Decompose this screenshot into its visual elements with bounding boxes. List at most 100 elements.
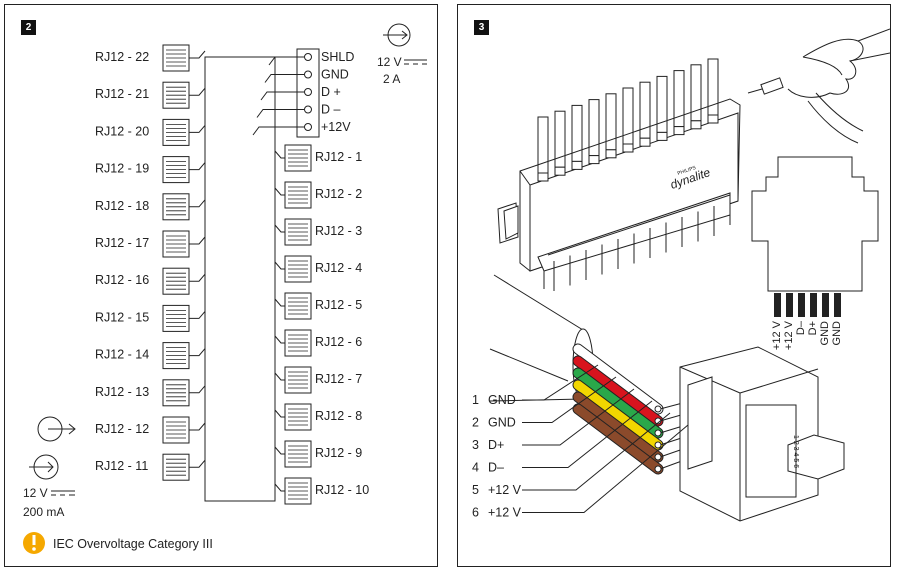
wire-name: +12 V: [488, 506, 522, 520]
port-label: RJ12 - 19: [95, 162, 149, 176]
supply-top-current: 2 A: [383, 72, 400, 86]
port-label: RJ12 - 18: [95, 199, 149, 213]
port-label: RJ12 - 10: [315, 483, 369, 497]
port-label: RJ12 - 21: [95, 87, 149, 101]
terminal-tooth: [673, 70, 685, 136]
rj12-port-right: RJ12 - 8: [274, 403, 362, 431]
wiring-panel-3: 3 PHILIPS dynalite: [457, 4, 891, 567]
wire-number: 2: [472, 416, 479, 430]
bus-frame: [204, 56, 276, 502]
terminal-screw: D +: [260, 85, 341, 101]
wire-label: 3 D+: [472, 388, 635, 452]
port-label: RJ12 - 7: [315, 372, 362, 386]
port-label: RJ12 - 6: [315, 335, 362, 349]
rj12-wiring-diagram: SHLD GND D + D – +12V RJ12 - 22 RJ12 - 21 RJ12…: [23, 23, 427, 554]
socket-pin-label: GND: [831, 321, 843, 346]
wire-label: 2 GND: [472, 376, 617, 430]
socket-pin: [810, 293, 817, 317]
rj12-port-left: RJ12 - 22: [95, 44, 206, 72]
rj12-port-left: RJ12 - 13: [95, 379, 206, 407]
rj12-port-left: RJ12 - 12: [95, 416, 206, 444]
wire-label: 4 D–: [472, 400, 653, 475]
port-label: RJ12 - 15: [95, 310, 149, 324]
port-label: RJ12 - 14: [95, 348, 149, 362]
terminal-label: +12V: [321, 120, 351, 134]
terminal-tooth: [622, 87, 634, 153]
rj12-port-left: RJ12 - 21: [95, 81, 206, 109]
dc-symbol-icon: [51, 490, 75, 496]
port-label: RJ12 - 20: [95, 124, 149, 138]
rj12-port-right: RJ12 - 4: [274, 255, 362, 283]
power-input-icon: [37, 416, 76, 442]
port-label: RJ12 - 16: [95, 273, 149, 287]
wire-label: 5 +12 V: [472, 412, 671, 497]
warning-icon: [23, 532, 45, 554]
wire-number: 3: [472, 438, 479, 452]
socket-pin: [834, 293, 841, 317]
terminal-label: SHLD: [321, 50, 354, 64]
rj12-port-left: RJ12 - 20: [95, 118, 206, 146]
rj12-port-right: RJ12 - 3: [274, 218, 362, 246]
wire-name: +12 V: [488, 483, 522, 497]
rj12-port-left: RJ12 - 17: [95, 230, 206, 258]
rj12-plug: [679, 346, 845, 522]
port-label: RJ12 - 5: [315, 298, 362, 312]
port-label: RJ12 - 13: [95, 385, 149, 399]
socket-pin-label: +12 V: [783, 320, 795, 350]
rj12-port-left: RJ12 - 19: [95, 156, 206, 184]
socket-pin: [798, 293, 805, 317]
terminal-tooth: [656, 75, 668, 141]
terminal-label: GND: [321, 68, 349, 82]
power-input-icon: [29, 454, 59, 480]
socket-pin: [786, 293, 793, 317]
terminal-tooth: [605, 93, 617, 159]
rj12-port-left: RJ12 - 11: [95, 453, 206, 481]
terminal-label: D +: [321, 85, 341, 99]
rj12-port-right: RJ12 - 9: [274, 440, 362, 468]
terminal-tooth: [639, 81, 651, 147]
terminal-tooth: [707, 58, 719, 124]
rj12-port-right: RJ12 - 7: [274, 366, 362, 394]
supply-bottom-current: 200 mA: [23, 505, 64, 519]
wire-number: 1: [472, 393, 479, 407]
port-label: RJ12 - 4: [315, 261, 362, 275]
wire-number: 4: [472, 461, 479, 475]
dc-symbol-icon: [404, 59, 427, 65]
wire-label: 6 +12 V: [472, 424, 689, 520]
terminal-screw: D –: [256, 103, 341, 118]
warning-text: IEC Overvoltage Category III: [53, 537, 213, 551]
supply-top-voltage: 12 V: [377, 55, 402, 69]
wire-name: GND: [488, 393, 516, 407]
panel-number-badge: 3: [474, 20, 489, 35]
wire-number: 6: [472, 506, 479, 520]
rj12-port-left: RJ12 - 15: [95, 304, 206, 332]
socket-pin: [822, 293, 829, 317]
wire-name: D–: [488, 461, 504, 475]
hand-plug-icon: [747, 28, 890, 144]
socket-pin-label: D–: [795, 320, 807, 335]
port-label: RJ12 - 3: [315, 224, 362, 238]
wire-label: 1 GND: [472, 364, 599, 407]
terminal-tooth: [571, 104, 583, 170]
port-label: RJ12 - 11: [95, 459, 148, 473]
socket-pin-label: +12 V: [771, 320, 783, 350]
supply-bottom-voltage: 12 V: [23, 486, 48, 500]
rj12-port-right: RJ12 - 6: [274, 329, 362, 357]
port-label: RJ12 - 12: [95, 422, 149, 436]
socket-pin: [774, 293, 781, 317]
terminal-screw: SHLD: [268, 50, 354, 66]
port-label: RJ12 - 9: [315, 446, 362, 460]
terminal-tooth: [690, 64, 702, 130]
socket-pin-label: D+: [807, 321, 819, 335]
terminal-label: D –: [321, 103, 341, 117]
dynalite-device: [519, 98, 741, 289]
wire-number: 5: [472, 483, 479, 497]
terminal-tooth: [537, 116, 549, 182]
wire-name: D+: [488, 438, 504, 452]
wire-name: GND: [488, 416, 516, 430]
rj12-port-right: RJ12 - 10: [274, 477, 369, 505]
rj12-port-right: RJ12 - 2: [274, 181, 362, 209]
rj12-port-left: RJ12 - 16: [95, 267, 206, 295]
